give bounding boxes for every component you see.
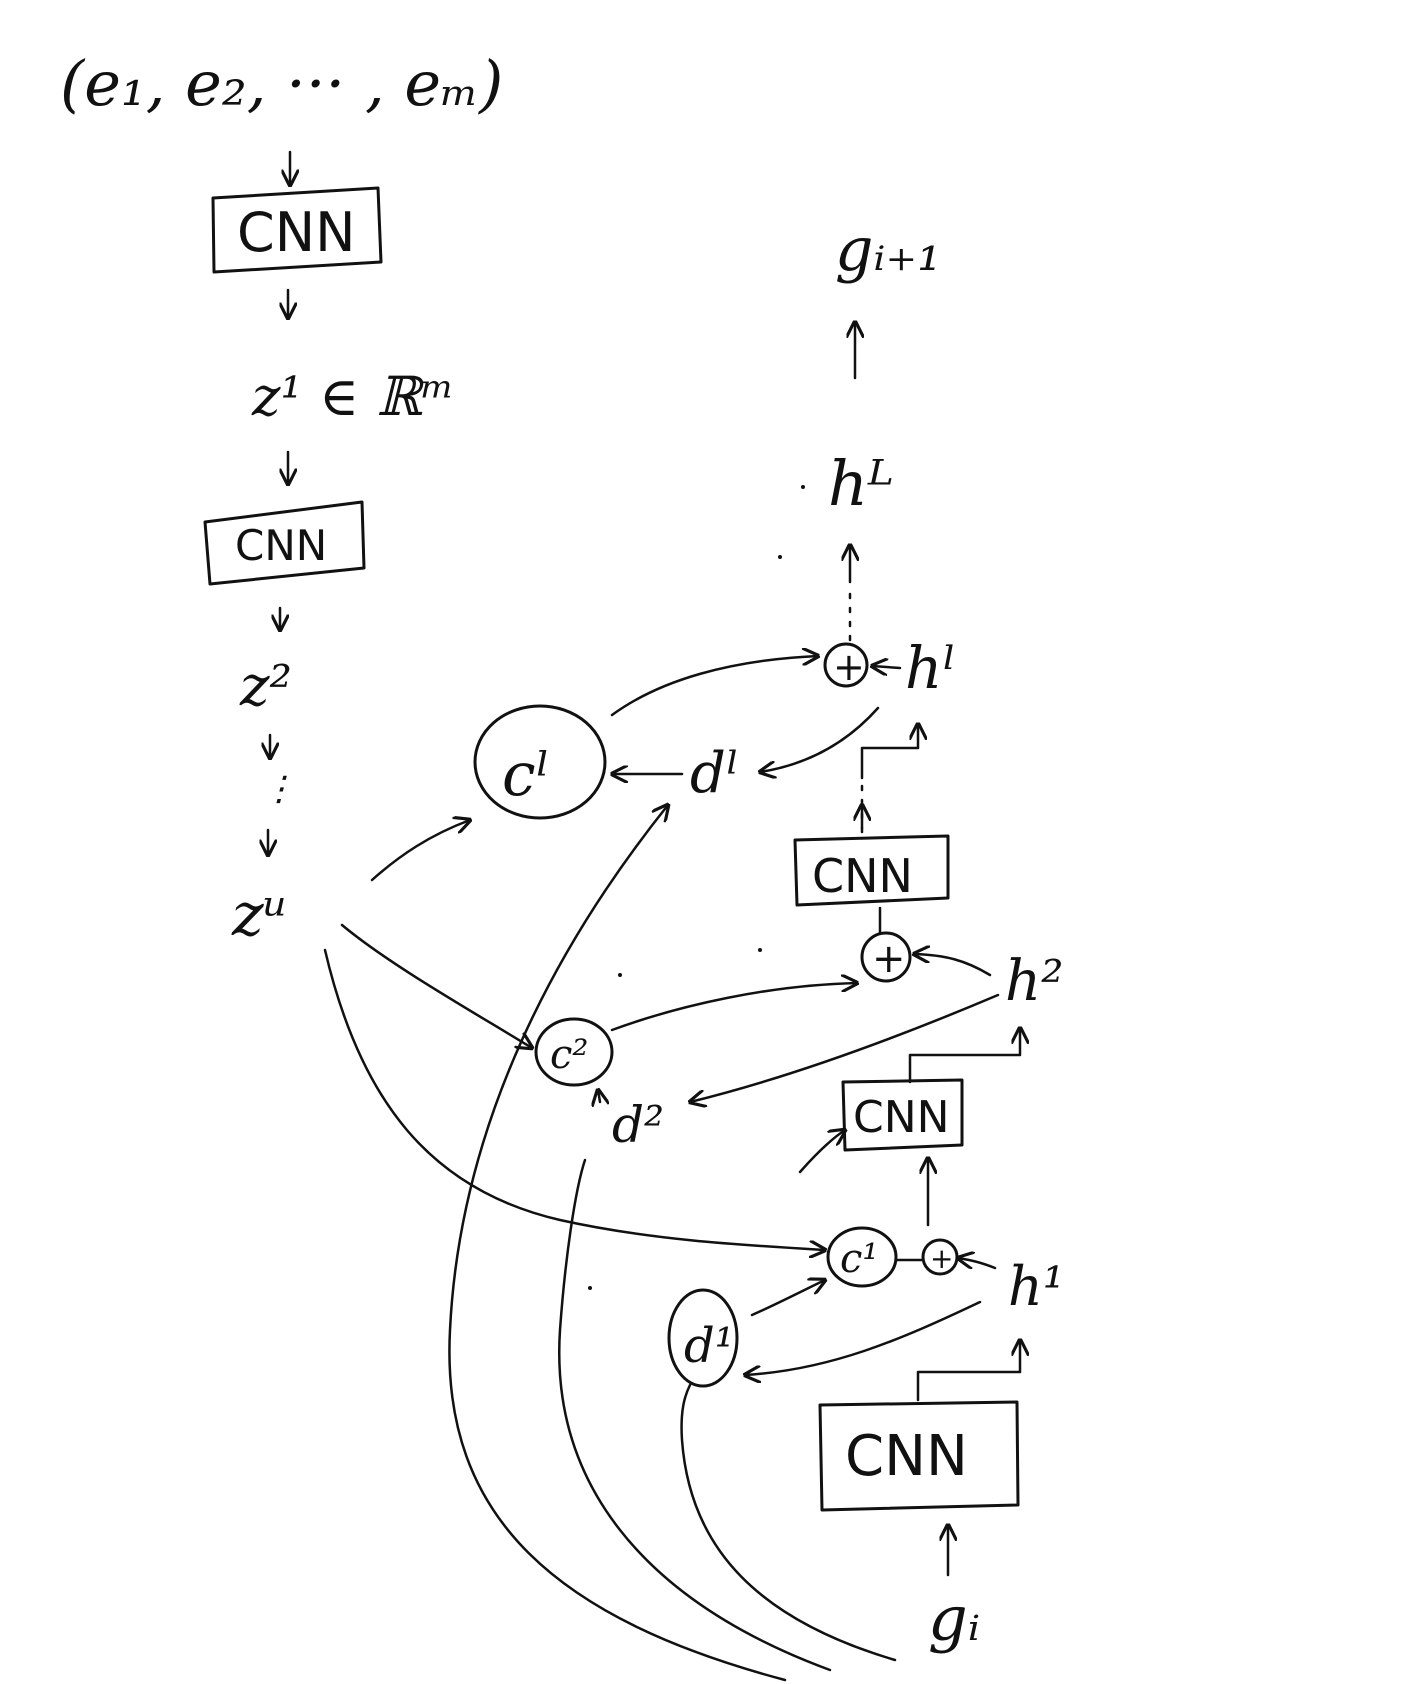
input-sequence-label: (e₁, e₂, ··· , eₘ) [60, 47, 503, 120]
cl-node: cˡ [473, 704, 607, 820]
d2-label: d² [612, 1096, 664, 1154]
decoder-cnn-l-box: CNN [793, 834, 950, 907]
arrow-zu-to-cl [370, 820, 470, 882]
output-g-label: gᵢ₊₁ [835, 215, 941, 285]
c2-label: c² [550, 1032, 588, 1078]
arrow-zu-to-c1 [323, 948, 825, 1250]
plus-node-top: + [823, 642, 869, 689]
zu-label: zᵘ [231, 880, 288, 950]
c2-node: c² [534, 1017, 614, 1087]
arrow-hl-to-plus-top [872, 666, 902, 668]
arrow-h1-to-plus1 [958, 1258, 997, 1270]
encoder-ellipsis: ⋮ [262, 769, 296, 809]
arrow-d2-to-c2 [598, 1090, 600, 1102]
decoder-cnn-1-box: CNN [818, 1400, 1020, 1512]
z1-label: z¹ ∈ ℝᵐ [251, 365, 454, 428]
skip-to-hl [860, 724, 918, 780]
z2-label: z² [239, 654, 292, 719]
hl-label: hˡ [905, 634, 956, 702]
arrow-d1-to-c1 [750, 1280, 825, 1317]
arrow-c2-to-plus2 [610, 983, 857, 1032]
arrow-cl-to-plus-top [610, 656, 818, 717]
arrow-h2-to-plus2 [914, 954, 992, 977]
encoder-cnn-2-box: CNN [203, 500, 366, 586]
curve-gi-to-d2 [558, 1158, 832, 1672]
arrow-zu-to-c2 [340, 923, 532, 1048]
curve-gi-to-dl [448, 805, 787, 1682]
d1-node: d¹ [667, 1288, 739, 1388]
stray-dot-3 [618, 973, 622, 977]
h2-label: h² [1005, 949, 1064, 1014]
curve-gi-to-d1 [680, 1383, 897, 1662]
input-g-label: gᵢ [928, 1582, 980, 1655]
encoder-cnn-2-label: CNN [235, 521, 327, 570]
stray-dot-4 [758, 948, 762, 952]
h1-label: h¹ [1008, 1255, 1064, 1318]
plus-node-1: + [921, 1238, 959, 1276]
hL-label: hᴸ [828, 447, 894, 520]
skip-to-h2 [908, 1028, 1020, 1084]
decoder-cnn-l-label: CNN [812, 849, 913, 903]
decoder-cnn-2-label: CNN [853, 1092, 950, 1143]
c1-node: c¹ [826, 1226, 898, 1288]
arrow-into-cnn2 [798, 1130, 845, 1174]
plus-1-symbol: + [930, 1242, 953, 1275]
c1-label: c¹ [840, 1236, 878, 1282]
arrow-hl-to-dl [760, 706, 880, 772]
stray-dot-1 [801, 485, 805, 489]
decoder-cnn-2-box: CNN [841, 1078, 964, 1152]
encoder-cnn-1-box: CNN [211, 186, 383, 274]
decoder-cnn-1-label: CNN [845, 1424, 968, 1489]
cl-label: cˡ [502, 740, 550, 810]
stray-dot-5 [588, 1286, 592, 1290]
dl-label: dˡ [690, 741, 739, 806]
arrow-h2-to-d2 [690, 993, 1000, 1102]
stray-dot-2 [778, 555, 782, 559]
plus-2-symbol: + [872, 936, 906, 982]
skip-to-h1 [916, 1340, 1020, 1402]
plus-node-2: + [860, 931, 912, 983]
d1-label: d¹ [684, 1318, 734, 1374]
encoder-cnn-1-label: CNN [237, 201, 356, 264]
arrow-h1-to-d1 [745, 1300, 982, 1375]
plus-top-symbol: + [833, 645, 865, 689]
